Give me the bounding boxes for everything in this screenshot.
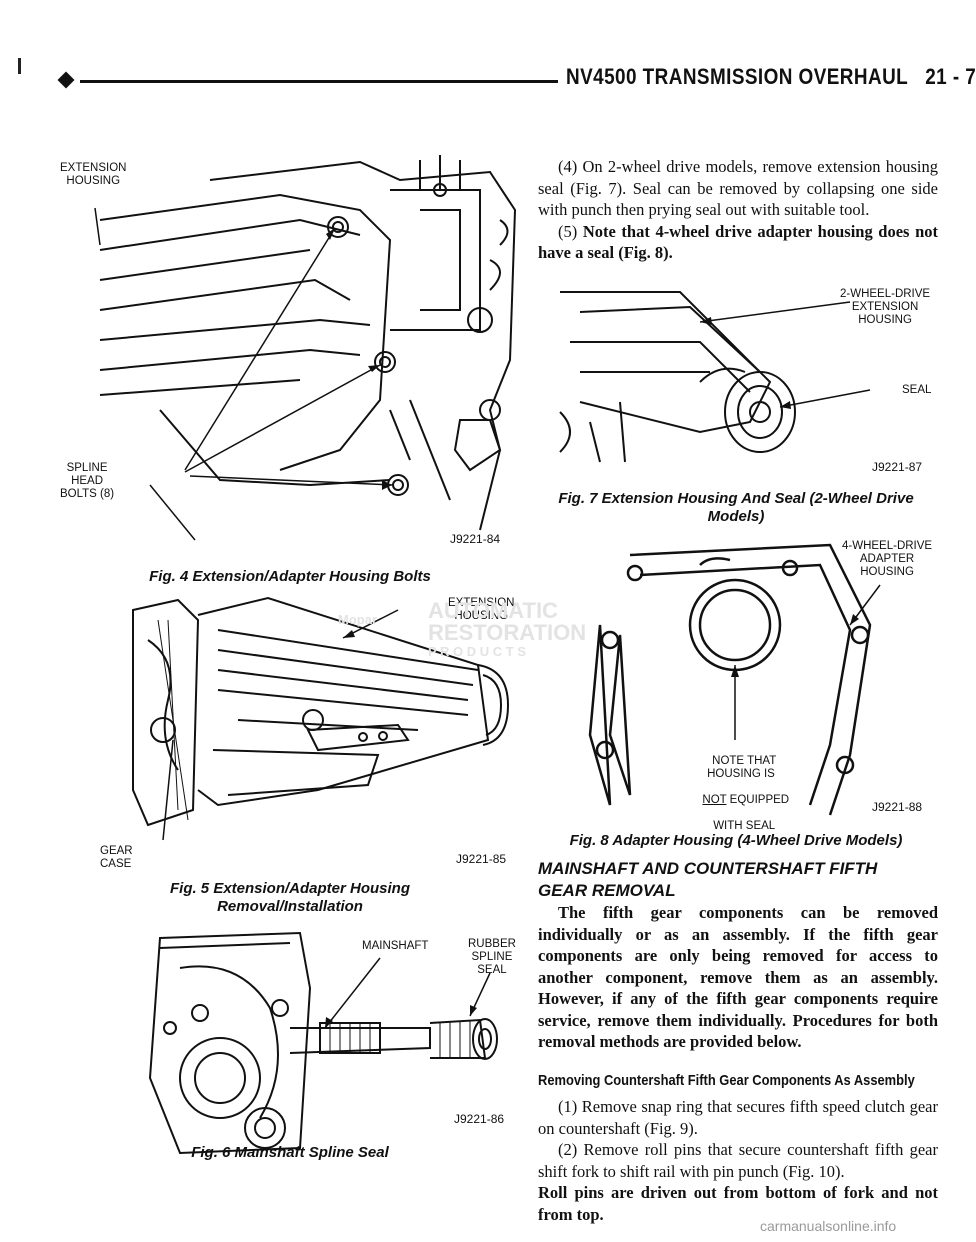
step-4: (4) On 2-wheel drive models, remove exte… xyxy=(538,157,938,219)
fig8-note-not: NOT xyxy=(702,794,727,806)
step-5: (5) Note that 4-wheel drive adapter hous… xyxy=(538,221,938,264)
fig8-note-c: WITH SEAL xyxy=(713,820,776,832)
fig8-caption: Fig. 8 Adapter Housing (4-Wheel Drive Mo… xyxy=(569,832,903,849)
section-heading: MAINSHAFT AND COUNTERSHAFT FIFTH GEAR RE… xyxy=(538,859,878,900)
fig4-extension-label: EXTENSION HOUSING xyxy=(60,162,127,187)
fig8-code: J9221-88 xyxy=(872,800,923,814)
fig4-code: J9221-84 xyxy=(450,532,501,546)
sub-step-2: (2) Remove roll pins that secure counter… xyxy=(538,1140,938,1181)
fig8-note-b: EQUIPPED xyxy=(726,794,790,806)
fig5-extension-label: EXTENSION HOUSING xyxy=(448,597,515,622)
step-5-bold: Note that 4-wheel drive adapter housing … xyxy=(538,221,938,263)
header-title: NV4500 TRANSMISSION OVERHAUL xyxy=(566,64,909,89)
fig4-caption: Fig. 4 Extension/Adapter Housing Bolts xyxy=(149,568,431,585)
fig7-housing-label: 2-WHEEL-DRIVE EXTENSION HOUSING xyxy=(840,288,931,326)
watermark-line1: AUTOMATIC xyxy=(428,598,558,623)
fig8-illustration xyxy=(588,543,881,816)
fig6-code: J9221-86 xyxy=(454,1112,505,1126)
fig6-mainshaft-label: MAINSHAFT xyxy=(362,940,429,952)
step-5-number: (5) xyxy=(558,221,583,241)
sub-step-2-bold: Roll pins are driven out from bottom of … xyxy=(538,1183,938,1224)
fig4-illustration xyxy=(94,155,517,541)
footer-site: carmanualsonline.info xyxy=(760,1218,897,1234)
fig5-illustration xyxy=(132,596,510,841)
body-steps-4-5: (4) On 2-wheel drive models, remove exte… xyxy=(538,156,938,264)
fig5-code: J9221-85 xyxy=(456,852,507,866)
section-paragraph: The fifth gear components can be removed… xyxy=(538,902,938,1053)
header-diamond-icon xyxy=(57,71,75,89)
page-header: NV4500 TRANSMISSION OVERHAUL 21 - 7 xyxy=(566,64,976,90)
fig5-caption: Fig. 5 Extension/Adapter Housing Removal… xyxy=(169,880,411,915)
fig7-caption: Fig. 7 Extension Housing And Seal (2-Whe… xyxy=(558,490,914,525)
fig5-gear-case-label: GEAR CASE xyxy=(100,845,133,870)
header-page-number: 21 - 7 xyxy=(925,64,976,89)
watermark-brand: Mopar xyxy=(338,612,377,627)
section-paragraph-text: The fifth gear components can be removed… xyxy=(538,903,938,1051)
fig8-housing-label: 4-WHEEL-DRIVE ADAPTER HOUSING xyxy=(842,540,933,578)
header-rule xyxy=(80,80,558,83)
fig6-seal-label: RUBBER SPLINE SEAL xyxy=(468,938,516,976)
fig8-note-a: NOTE THAT HOUSING IS xyxy=(707,755,777,780)
sub-steps: (1) Remove snap ring that secures fifth … xyxy=(538,1096,938,1225)
fig8-note: NOTE THAT HOUSING IS NOT EQUIPPED WITH S… xyxy=(696,742,790,833)
fig4-bolts-label: SPLINE HEAD BOLTS (8) xyxy=(60,462,115,500)
watermark-line3: P R O D U C T S xyxy=(428,644,526,659)
page-edge-mark xyxy=(18,58,21,74)
fig6-illustration xyxy=(148,931,498,1155)
fig7-code: J9221-87 xyxy=(872,460,923,474)
fig7-seal-label: SEAL xyxy=(902,384,932,396)
sub-step-1: (1) Remove snap ring that secures fifth … xyxy=(538,1097,938,1138)
watermark-line2: RESTORATION xyxy=(428,620,587,645)
sub-heading: Removing Countershaft Fifth Gear Compone… xyxy=(538,1072,915,1089)
fig6-caption: Fig. 6 Mainshaft Spline Seal xyxy=(191,1144,389,1161)
fig7-illustration xyxy=(559,291,871,463)
